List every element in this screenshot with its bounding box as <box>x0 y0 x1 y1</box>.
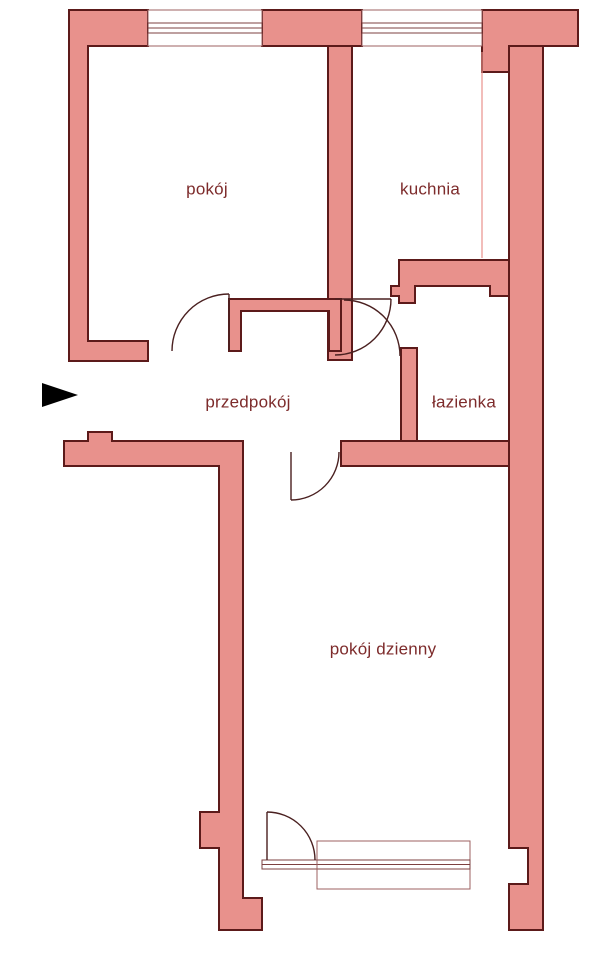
window-pokoj-top <box>147 9 263 47</box>
windows-group <box>147 9 483 890</box>
door-balcony <box>266 811 316 861</box>
wall-lazienka-top <box>390 259 510 304</box>
wall-przedpokoj-bottom <box>63 431 263 931</box>
wall-right-exterior <box>508 45 544 931</box>
wall-between-pokoj-kuchnia <box>327 45 353 361</box>
wall-lazienka-bottom <box>340 440 510 467</box>
room-label-pokoj: pokój <box>186 179 228 198</box>
room-label-pokoj-dzienny: pokój dzienny <box>330 639 437 658</box>
door-pokoj-dzienny <box>290 451 340 501</box>
doors-group <box>171 293 401 861</box>
door-lazienka <box>343 299 401 357</box>
walls-group <box>63 9 579 931</box>
wall-top-pier-center <box>261 9 363 47</box>
door-kuchnia <box>334 298 392 356</box>
wall-closet-niche <box>228 298 342 352</box>
window-kuchnia-top <box>361 9 483 47</box>
room-label-lazienka: łazienka <box>432 392 496 411</box>
entrance-arrow-icon <box>42 383 78 407</box>
door-pokoj <box>171 293 230 352</box>
room-label-kuchnia: kuchnia <box>400 179 460 198</box>
wall-left-exterior <box>68 9 149 362</box>
room-label-przedpokoj: przedpokój <box>205 392 290 411</box>
window-balcony-bottom <box>261 840 471 890</box>
wall-lazienka-left <box>400 347 418 444</box>
